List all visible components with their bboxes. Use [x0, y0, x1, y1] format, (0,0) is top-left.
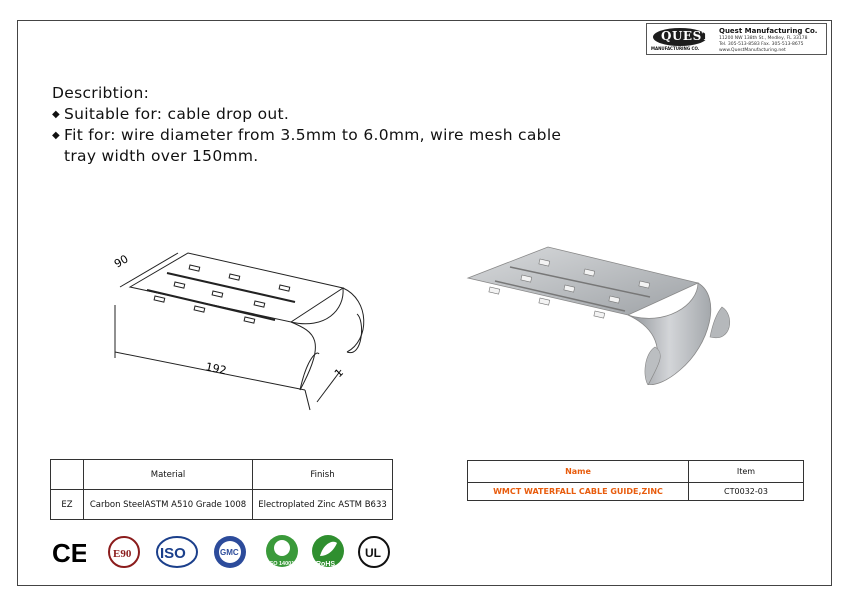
dim-thickness-label: 1 [332, 366, 346, 380]
ul-mark-icon: UL [358, 536, 390, 568]
table-cell-code: EZ [50, 489, 84, 520]
table-cell-name: WMCT WATERFALL CABLE GUIDE,ZINC [467, 482, 689, 501]
svg-text:E90: E90 [113, 548, 132, 560]
quest-logo-text: QUEST [661, 29, 712, 43]
table-header-item: Item [688, 460, 804, 483]
dim-line-thickness [316, 369, 342, 403]
e90-mark-icon: E90 [108, 536, 140, 568]
iso-mark-icon: ISO [156, 536, 198, 568]
gmc-mark-icon: GMC [214, 536, 246, 568]
diamond-bullet-icon: ◆ [52, 130, 60, 141]
description-continuation: tray width over 150mm. [64, 147, 259, 165]
ce-mark-icon: CE [52, 538, 86, 568]
bullet-text: Suitable for: cable drop out. [64, 105, 290, 123]
material-finish-table: Material Finish EZ Carbon SteelASTM A510… [50, 459, 393, 520]
diamond-bullet-icon: ◆ [52, 109, 60, 120]
company-website: www.QuestManufacturing.net [719, 48, 786, 53]
dim-length-label: 192 [204, 360, 227, 377]
svg-text:CE: CE [52, 538, 86, 568]
iso-14001-mark-icon: ISO 14001 [266, 535, 298, 567]
svg-text:GMC: GMC [220, 548, 239, 557]
table-cell-item: CT0032-03 [688, 482, 804, 501]
table-header-cell [50, 459, 84, 490]
description-bullet: ◆ Fit for: wire diameter from 3.5mm to 6.… [52, 125, 561, 146]
dim-line-length [114, 351, 306, 391]
dim-line-width [119, 252, 179, 288]
quest-logo [653, 28, 707, 46]
svg-text:ISO: ISO [160, 545, 186, 562]
company-logo-block: QUEST MANUFACTURING CO. Quest Manufactur… [646, 23, 827, 55]
table-header-material: Material [83, 459, 253, 490]
product-render [466, 246, 730, 385]
item-table: Name Item WMCT WATERFALL CABLE GUIDE,ZIN… [467, 460, 804, 501]
company-address: 11200 NW 138th St., Medley, FL 33178 [719, 36, 808, 41]
description-bullet: ◆ Suitable for: cable drop out. [52, 104, 561, 125]
table-cell-finish: Electroplated Zinc ASTM B633 [252, 489, 393, 520]
svg-text:ISO 14001: ISO 14001 [268, 561, 294, 567]
rohs-mark-icon: RoHS [312, 535, 344, 568]
technical-drawing: 90 192 1 [112, 252, 365, 411]
table-header-name: Name [467, 460, 689, 483]
company-phone-fax: Tel. 305-513-8583 Fax. 305-513-8675 [719, 42, 804, 47]
page-frame [17, 20, 832, 586]
description-block: Describtion: ◆ Suitable for: cable drop o… [52, 83, 561, 167]
svg-text:RoHS: RoHS [316, 561, 335, 568]
table-cell-material: Carbon SteelASTM A510 Grade 1008 [83, 489, 253, 520]
dim-width-label: 90 [112, 252, 131, 270]
svg-text:UL: UL [365, 546, 381, 560]
bullet-text: Fit for: wire diameter from 3.5mm to 6.0… [64, 126, 562, 144]
description-heading: Describtion: [52, 84, 150, 102]
company-name: Quest Manufacturing Co. [719, 27, 818, 35]
quest-logo-subtext: MANUFACTURING CO. [651, 46, 700, 51]
table-header-finish: Finish [252, 459, 393, 490]
